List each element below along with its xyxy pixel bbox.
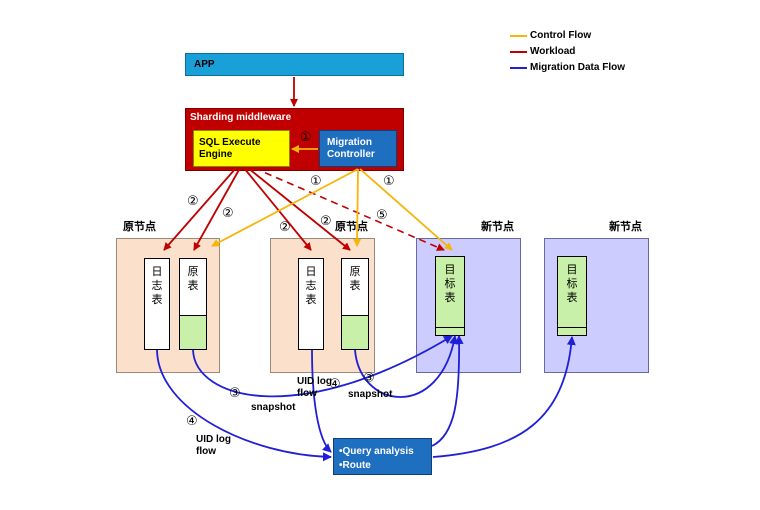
sql-engine-label: SQL Execute Engine	[199, 137, 261, 160]
original-table-2-migrated-part	[342, 315, 368, 349]
app-label: APP	[194, 59, 215, 70]
log-table-1-label: 日 志 表	[151, 266, 163, 306]
migration-controller-box: Migration Controller	[319, 130, 397, 167]
log-table-2: 日 志 表	[298, 258, 324, 350]
snapshot-flow-1	[192, 335, 453, 398]
route-to-target-1	[431, 335, 464, 447]
uid-log-flow-1	[156, 349, 332, 462]
target-table-2-divider	[558, 327, 586, 328]
uid-log-flow-2	[311, 349, 332, 453]
workload-to-original-table-2	[247, 167, 351, 251]
step-2-marker-c: ②	[279, 219, 291, 234]
log-table-1: 日 志 表	[144, 258, 170, 350]
snapshot-label-2: snapshot	[348, 389, 393, 400]
new-node-2-title: 新节点	[609, 221, 642, 233]
query-analysis-label: •Query analysis	[339, 446, 414, 457]
new-node-1	[416, 238, 521, 373]
workload-to-target-table-dashed	[253, 167, 445, 251]
middleware-title: Sharding middleware	[190, 112, 292, 123]
original-table-1-label: 原 表	[187, 266, 199, 292]
workload-to-log-table-1	[163, 167, 237, 251]
original-table-2-label: 原 表	[349, 266, 361, 292]
step-1-marker-a: ①	[300, 129, 312, 144]
original-node-1-title: 原节点	[123, 221, 156, 233]
target-table-1-divider	[436, 327, 464, 328]
target-table-2: 目 标 表	[557, 256, 587, 336]
control-to-new-node-1	[359, 168, 453, 251]
original-node-2-title: 原节点	[335, 221, 368, 233]
step-4-marker-a: ④	[186, 413, 198, 428]
step-1-marker-b: ①	[310, 173, 322, 188]
step-4-marker-b: ④	[329, 376, 341, 391]
step-3-marker-a: ③	[229, 385, 241, 400]
new-node-1-title: 新节点	[481, 221, 514, 233]
log-table-2-label: 日 志 表	[305, 266, 317, 306]
step-2-marker-a: ②	[187, 193, 199, 208]
uid-log-flow-label-1: UID log flow	[196, 434, 231, 457]
route-to-target-2	[432, 336, 576, 458]
step-5-marker: ⑤	[376, 207, 388, 222]
step-2-marker-b: ②	[222, 205, 234, 220]
legend-control-flow-label: Control Flow	[530, 30, 592, 41]
route-label: •Route	[339, 460, 371, 471]
sql-execute-engine-box: SQL Execute Engine	[193, 130, 290, 167]
app-box: APP	[185, 53, 404, 76]
legend-workload-label: Workload	[530, 46, 576, 57]
target-table-2-label: 目 标 表	[566, 264, 578, 304]
original-table-2: 原 表	[341, 258, 369, 350]
step-3-marker-b: ③	[363, 370, 375, 385]
step-2-marker-d: ②	[320, 213, 332, 228]
step-1-marker-c: ①	[383, 173, 395, 188]
target-table-1-label: 目 标 表	[444, 264, 456, 304]
snapshot-flow-2	[354, 335, 459, 398]
original-table-1-migrated-part	[180, 315, 206, 349]
control-to-original-node-1	[211, 168, 359, 247]
control-to-original-node-2	[353, 168, 362, 247]
legend-migration-label: Migration Data Flow	[530, 62, 625, 73]
workload-to-original-table-1	[193, 167, 241, 251]
snapshot-label-1: snapshot	[251, 402, 296, 413]
uid-log-flow-label-2: UID log flow	[297, 376, 332, 399]
workload-to-log-table-2	[243, 167, 312, 251]
query-analysis-box: •Query analysis •Route	[333, 438, 432, 475]
controller-label: Migration Controller	[327, 137, 375, 160]
original-table-1: 原 表	[179, 258, 207, 350]
